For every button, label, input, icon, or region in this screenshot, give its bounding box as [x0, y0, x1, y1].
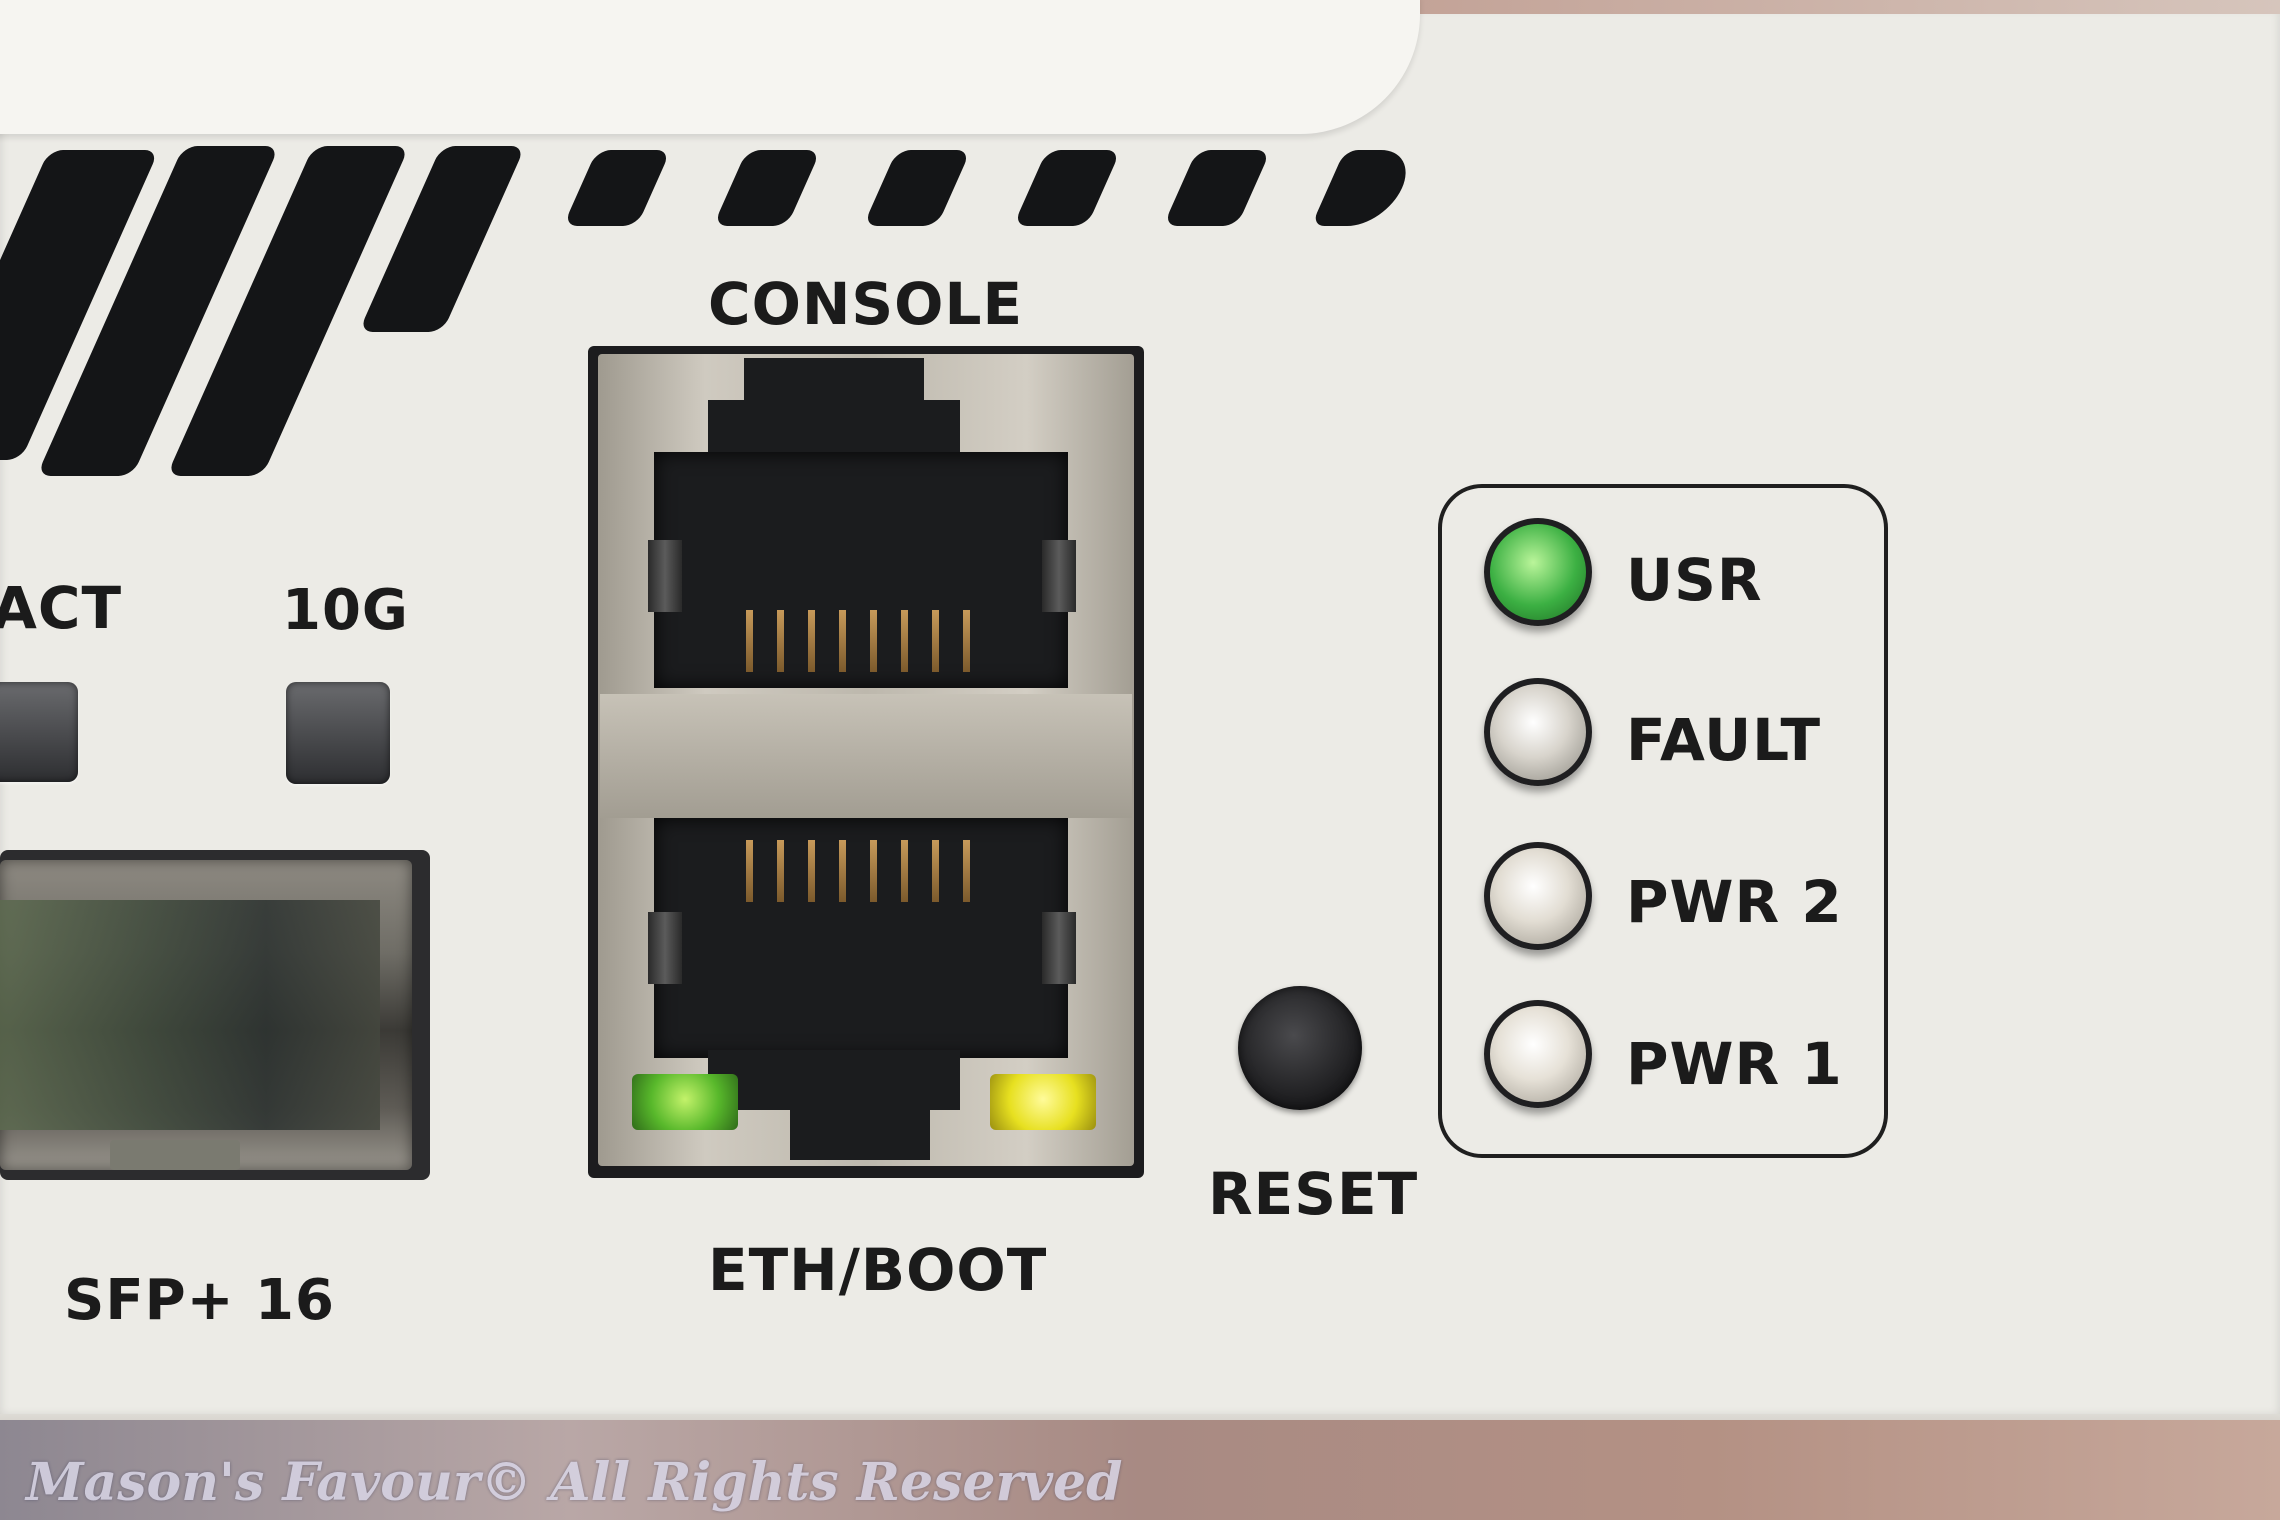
eth-activity-led — [990, 1074, 1096, 1130]
sfp-latch — [110, 1140, 240, 1170]
sfp-label: SFP+ 16 — [64, 1268, 335, 1333]
status-led-group — [1438, 484, 1888, 1158]
console-port-key — [744, 358, 924, 408]
fault-label: FAULT — [1626, 706, 1822, 774]
panel-bevel — [0, 0, 1420, 134]
console-rj45-port[interactable] — [654, 452, 1068, 688]
port-pin — [932, 840, 939, 902]
pwr2-led — [1484, 842, 1592, 950]
pwr2-label: PWR 2 — [1626, 868, 1843, 936]
ten-g-label: 10G — [282, 578, 409, 643]
port-pin — [808, 840, 815, 902]
reset-label: RESET — [1208, 1160, 1419, 1228]
port-pin — [839, 840, 846, 902]
act-indicator-led — [0, 682, 78, 782]
console-port-key — [708, 400, 960, 460]
port-pin — [777, 840, 784, 902]
eth-boot-rj45-port[interactable] — [654, 818, 1068, 1058]
watermark-text: Mason's Favour© All Rights Reserved — [26, 1452, 1123, 1513]
port-pin — [901, 840, 908, 902]
reset-button[interactable] — [1238, 986, 1362, 1110]
background-bottom — [0, 1420, 2280, 1520]
port-pin — [777, 610, 784, 672]
port-latch — [1042, 540, 1076, 612]
port-pin — [870, 610, 877, 672]
eth-port-key — [790, 1104, 930, 1160]
port-latch — [648, 912, 682, 984]
port-pin — [932, 610, 939, 672]
pwr1-label: PWR 1 — [1626, 1030, 1843, 1098]
port-pin — [839, 610, 846, 672]
sfp-cage-interior — [0, 900, 380, 1130]
eth-link-led — [632, 1074, 738, 1130]
console-label: CONSOLE — [708, 270, 1024, 338]
port-latch — [1042, 912, 1076, 984]
port-pin — [963, 840, 970, 902]
eth-boot-label: ETH/BOOT — [708, 1236, 1048, 1304]
port-pin — [870, 840, 877, 902]
ten-g-indicator-led — [286, 682, 390, 784]
port-pin — [746, 610, 753, 672]
pwr1-led — [1484, 1000, 1592, 1108]
port-pin — [963, 610, 970, 672]
port-pin — [808, 610, 815, 672]
act-label: ACT — [0, 574, 123, 642]
usr-led — [1484, 518, 1592, 626]
port-pin — [901, 610, 908, 672]
eth-port-key — [708, 1050, 960, 1110]
port-divider — [600, 694, 1132, 818]
usr-label: USR — [1626, 546, 1763, 614]
port-latch — [648, 540, 682, 612]
port-pin — [746, 840, 753, 902]
fault-led — [1484, 678, 1592, 786]
